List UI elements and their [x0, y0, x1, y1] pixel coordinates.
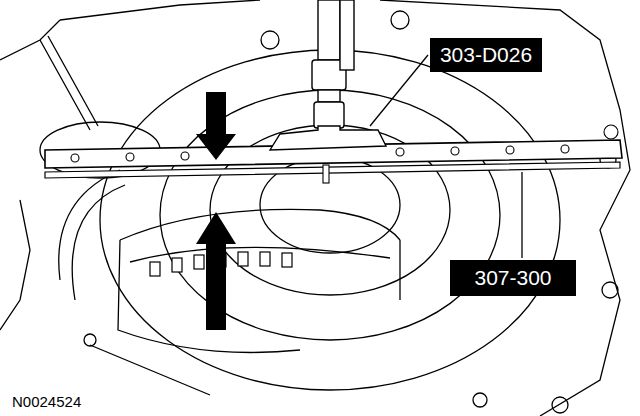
tool-callout-box: 303-D026 — [430, 38, 542, 72]
figure-number: N0024524 — [12, 393, 81, 410]
tool-number: 307-300 — [474, 266, 551, 290]
tool-number: 303-D026 — [440, 43, 532, 67]
tool-callout-box: 307-300 — [450, 260, 576, 296]
